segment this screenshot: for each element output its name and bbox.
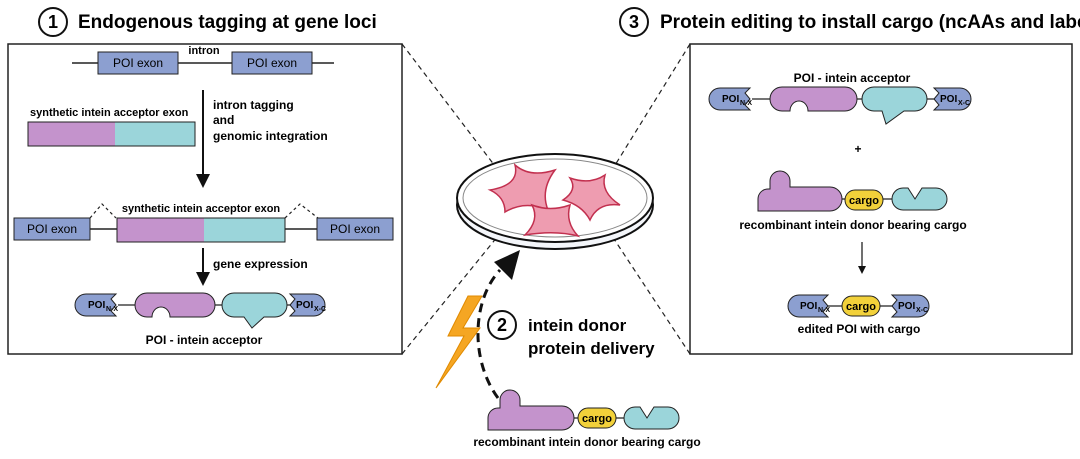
poi-c-sub-1: X-C [314, 306, 326, 313]
poi-exon-left [97, 51, 179, 75]
step3-donor-label: recombinant intein donor bearing cargo [739, 218, 966, 232]
synthetic-exon: synthetic intein acceptor exon [27, 107, 196, 147]
arrow-intron-tagging: intron tagging and genomic integration [196, 90, 328, 188]
delivery-arrow [476, 250, 520, 399]
lightning-icon [435, 295, 483, 389]
poi-c-label-3: POI [940, 94, 957, 105]
poi-n-sub-3: N-X [740, 100, 752, 107]
intron-label: intron [188, 45, 219, 57]
edited-poi: POI N-X cargo POI X-C edited POI with ca… [787, 294, 930, 336]
step1-title: Endogenous tagging at gene loci [78, 12, 377, 33]
step2-number-circle [487, 310, 517, 340]
poi-exon-left-2-label: POI exon [27, 222, 77, 236]
poi-c-sub-3: X-C [958, 100, 970, 107]
poi-exon-right-2 [316, 217, 394, 241]
arrow1-label-line3: genomic integration [213, 129, 328, 143]
plus-sign: + [854, 142, 861, 156]
zoom-lines [401, 43, 691, 355]
step3-number-circle [619, 7, 649, 37]
arrow1-label-line2: and [213, 113, 234, 127]
intein-donor-2: cargo recombinant intein donor bearing c… [473, 389, 701, 449]
poi-exon-right-label: POI exon [247, 56, 297, 70]
poi-n-sub-edited: N-X [818, 307, 830, 314]
cell-2 [522, 203, 581, 238]
poi-n-label-3: POI [722, 94, 739, 105]
cargo-3 [844, 189, 884, 211]
petri-dish [456, 153, 654, 250]
poi-exon-left-label: POI exon [113, 56, 163, 70]
poi-exon-right [231, 51, 313, 75]
step1-header: 1 Endogenous tagging at gene loci [38, 7, 377, 37]
integrated-locus: POI exon synthetic intein acceptor exon … [13, 203, 394, 243]
poi-c-sub-edited: X-C [916, 307, 928, 314]
poi-n-sub-1: N-X [106, 306, 118, 313]
synthetic-exon-label: synthetic intein acceptor exon [30, 107, 189, 119]
arrow-gene-expression: gene expression [196, 248, 308, 286]
poi-n-label-1: POI [88, 300, 105, 311]
cargo-2 [577, 407, 617, 429]
step2-donor-label: recombinant intein donor bearing cargo [473, 435, 700, 449]
cargo-2-label: cargo [582, 413, 612, 425]
poi-n-label-edited: POI [800, 301, 817, 312]
step3-title: Protein editing to install cargo (ncAAs … [660, 12, 1080, 33]
step3-header: 3 Protein editing to install cargo (ncAA… [619, 7, 1080, 37]
gene-locus: POI exon POI exon intron [72, 45, 334, 75]
step1-number: 1 [48, 12, 58, 32]
poi-c-label-1: POI [296, 300, 313, 311]
cell-3 [561, 173, 621, 222]
cell-1 [487, 162, 558, 214]
integrated-exon-label: synthetic intein acceptor exon [122, 203, 281, 215]
poi-intein-acceptor-3: POI - intein acceptor POI N-X POI X-C [708, 71, 972, 125]
cargo-3-label: cargo [849, 195, 879, 207]
step2-title-line1: intein donor [528, 316, 627, 335]
arrow1-label-line1: intron tagging [213, 98, 294, 112]
step2-title-line2: protein delivery [528, 339, 655, 358]
step3-acceptor-label: POI - intein acceptor [794, 71, 911, 85]
arrow-editing [858, 242, 866, 274]
edited-poi-label: edited POI with cargo [798, 322, 921, 336]
poi-c-label-edited: POI [898, 301, 915, 312]
step3-number: 3 [629, 12, 639, 32]
step1-product-label: POI - intein acceptor [146, 333, 263, 347]
cargo-edited-label: cargo [846, 301, 876, 313]
arrow2-label: gene expression [213, 257, 308, 271]
cargo-edited [841, 295, 881, 317]
intein-donor-3: cargo recombinant intein donor bearing c… [739, 170, 967, 232]
poi-intein-acceptor-1: POI N-X POI X-C POI - intein acceptor [74, 292, 326, 347]
step1-number-circle [38, 7, 68, 37]
step2-header: 2 intein donor protein delivery [487, 310, 655, 358]
step2-number: 2 [497, 315, 507, 335]
poi-exon-left-2 [13, 217, 91, 241]
poi-exon-right-2-label: POI exon [330, 222, 380, 236]
